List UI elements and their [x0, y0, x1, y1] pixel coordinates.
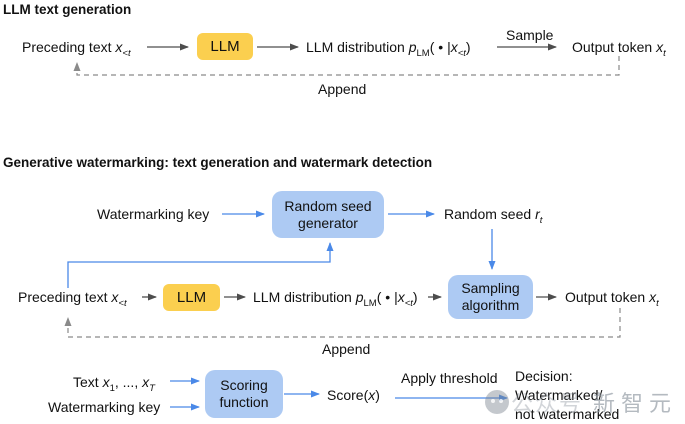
s2-output-pre: Output token — [565, 289, 650, 305]
s2-elbow-preceding-to-generator — [67, 242, 334, 288]
s3-text-mid: , ..., — [114, 374, 143, 390]
s1-output-var: x — [656, 39, 664, 55]
s2-distribution-dot: • — [385, 289, 391, 305]
s1-llm-box-label: LLM — [210, 38, 240, 55]
s2-output-token-label: Output token xt — [565, 289, 659, 308]
s1-append-feedback-line — [73, 56, 620, 76]
s3-score-var: x — [368, 387, 376, 403]
s2-seed-pre: Random seed — [444, 206, 536, 222]
s2-output-var: x — [649, 289, 657, 305]
s3-text-sub2: T — [149, 382, 155, 394]
wechat-logo-icon — [485, 390, 509, 414]
s2-preceding-var: x — [111, 289, 119, 305]
s1-llm-box: LLM — [197, 33, 253, 60]
s1-output-sub: t — [663, 47, 666, 59]
s3-score-close: ) — [375, 387, 380, 403]
s2-distribution-p: p — [355, 289, 364, 305]
s1-preceding-text: Preceding text — [22, 39, 116, 55]
s1-distribution-x: x — [450, 39, 458, 55]
s1-sample-label: Sample — [506, 27, 554, 43]
s2-generator-line2: generator — [298, 214, 358, 231]
s3-text-x2: x — [142, 374, 150, 390]
s3-text-pre: Text — [73, 374, 103, 390]
s2-append-feedback-line — [64, 308, 621, 338]
s1-heading: LLM text generation — [3, 2, 132, 17]
s3-decision-label: Decision: Watermarked/ not watermarked — [515, 367, 619, 424]
s2-sampling-line2: algorithm — [461, 297, 520, 313]
s2-watermarking-key-label: Watermarking key — [97, 206, 210, 222]
s1-distribution-label: LLM distribution pLM( • |x<t) — [306, 39, 471, 58]
s2-seed-var: r — [535, 206, 540, 222]
s3-text-input-label: Text x1, ..., xT — [73, 374, 155, 393]
s2-distribution-xsub: <t — [404, 297, 413, 309]
s2-seed-sub: t — [539, 214, 543, 226]
s1-distribution-pipe: | — [443, 39, 451, 55]
s1-distribution-dot: • — [438, 39, 444, 55]
s1-distribution-p: p — [408, 39, 417, 55]
s3-apply-threshold-label: Apply threshold — [401, 370, 498, 386]
s1-preceding-sub: <t — [122, 47, 131, 59]
s1-distribution-close: ) — [465, 39, 471, 55]
s1-preceding-text-label: Preceding text x<t — [22, 39, 131, 58]
s3-scoring-line2: function — [219, 394, 269, 410]
s1-distribution-open: ( — [429, 39, 439, 55]
s2-heading: Generative watermarking: text generation… — [3, 155, 433, 170]
s2-generator-line1: Random seed — [284, 197, 372, 214]
s1-preceding-var: x — [115, 39, 123, 55]
s2-distribution-open: ( — [376, 289, 386, 305]
s1-append-label: Append — [318, 81, 367, 97]
s1-output-pre: Output token — [572, 39, 657, 55]
s2-random-seed-label: Random seed rt — [444, 206, 542, 225]
s2-llm-box-label: LLM — [176, 289, 207, 306]
s3-decision-line1: Decision: — [515, 368, 573, 384]
s2-distribution-close: ) — [412, 289, 418, 305]
s2-sampling-line1: Sampling — [461, 280, 520, 296]
s3-scoring-line1: Scoring — [220, 377, 268, 393]
s3-text-sub1: 1 — [109, 382, 115, 394]
s3-score-pre: Score( — [327, 387, 369, 403]
s1-output-token-label: Output token xt — [572, 39, 666, 58]
s3-decision-line2: Watermarked/ — [515, 387, 603, 403]
s2-preceding-text: Preceding text — [18, 289, 112, 305]
s2-distribution-x: x — [397, 289, 405, 305]
s2-output-sub: t — [656, 297, 659, 309]
s2-preceding-sub: <t — [118, 297, 127, 309]
s2-llm-box: LLM — [163, 284, 220, 311]
s2-distribution-pipe: | — [390, 289, 398, 305]
s2-distribution-label: LLM distribution pLM( • |x<t) — [253, 289, 418, 308]
s2-distribution-psub: LM — [363, 297, 377, 309]
s3-decision-line3: not watermarked — [515, 406, 620, 422]
s3-score-label: Score(x) — [327, 387, 380, 403]
s1-distribution-psub: LM — [416, 47, 430, 59]
s1-distribution-xsub: <t — [457, 47, 466, 59]
s3-text-x1: x — [102, 374, 110, 390]
s2-append-label: Append — [322, 341, 371, 357]
s2-preceding-text-label: Preceding text x<t — [18, 289, 127, 308]
s3-watermarking-key-label: Watermarking key — [48, 399, 161, 415]
s2-distribution-pre: LLM distribution — [253, 289, 356, 305]
s1-distribution-pre: LLM distribution — [306, 39, 409, 55]
